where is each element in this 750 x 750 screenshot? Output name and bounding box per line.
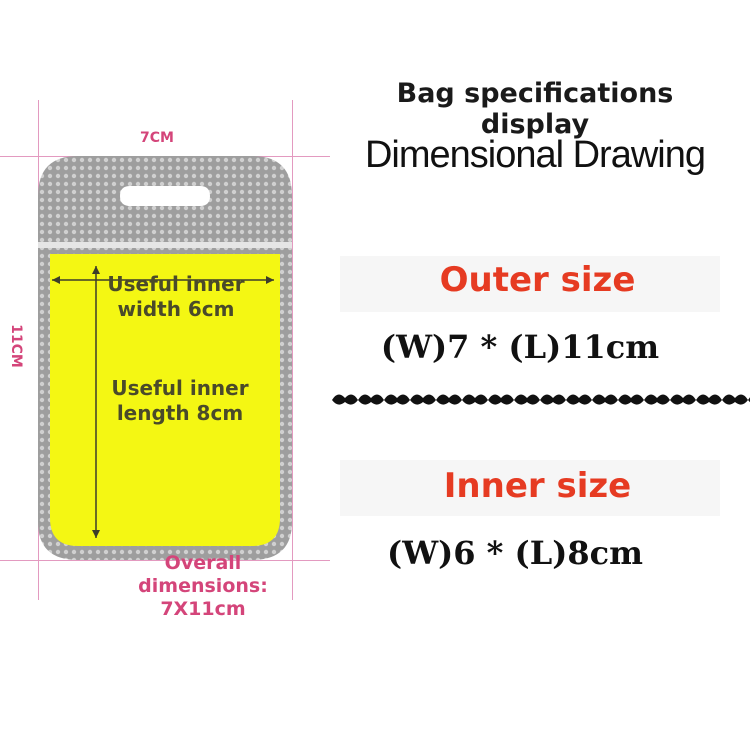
inner-dimension-arrows <box>52 266 274 538</box>
inner-size-band <box>340 460 720 516</box>
page-title: Bag specifications display <box>396 78 674 140</box>
bag-illustration <box>38 156 292 560</box>
width-dim-tick-left <box>38 100 39 120</box>
height-label: 11CM <box>7 324 24 368</box>
overall-line1: Overall <box>164 552 242 574</box>
overall-line2: dimensions: <box>138 575 268 597</box>
inner-size-value: (W)6 * (L)8cm <box>387 534 643 572</box>
outer-size-heading: Outer size <box>439 260 636 300</box>
width-label: 7CM <box>140 130 174 146</box>
overall-dimensions-caption: Overall dimensions: 7X11cm <box>118 552 288 621</box>
inner-width-label: Useful inner width 6cm <box>98 272 254 322</box>
outer-size-band <box>340 256 720 312</box>
wavy-divider <box>332 392 750 408</box>
overall-line3: 7X11cm <box>160 598 246 620</box>
inner-width-line1: Useful inner <box>107 272 245 296</box>
inner-length-line2: length 8cm <box>116 401 244 425</box>
inner-width-line2: width 6cm <box>117 297 235 321</box>
outer-size-value: (W)7 * (L)11cm <box>380 328 660 366</box>
inner-size-heading: Inner size <box>443 466 632 506</box>
width-dim-guide-right <box>292 100 293 600</box>
inner-length-line1: Useful inner <box>111 376 249 400</box>
height-dim-guide-bottom <box>0 560 330 561</box>
inner-length-label: Useful inner length 8cm <box>100 376 260 426</box>
page-subtitle: Dimensional Drawing <box>364 134 706 176</box>
